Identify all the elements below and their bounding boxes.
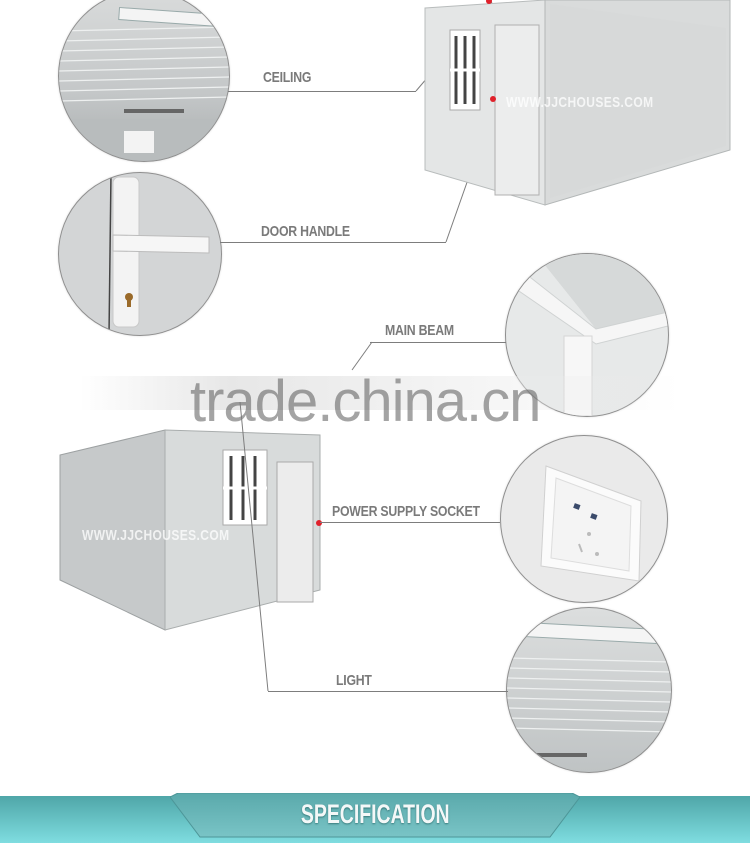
light-leader-diagonal <box>239 401 269 692</box>
light-leader-line <box>268 691 508 692</box>
watermark-top: WWW.JJCHOUSES.COM <box>506 94 654 111</box>
main-beam-label: MAIN BEAM <box>385 322 454 339</box>
ceiling-panel-illustration <box>59 6 229 161</box>
power-socket-leader-line <box>320 522 500 523</box>
container-house-photo-top <box>420 0 750 220</box>
ceiling-label: CEILING <box>263 69 312 86</box>
ceiling-detail-photo <box>58 0 230 162</box>
ceiling-marker <box>486 0 492 4</box>
container-house-illustration <box>424 0 731 206</box>
specification-title-text: SPECIFICATION <box>300 799 450 829</box>
specification-title: SPECIFICATION <box>0 796 750 832</box>
main-beam-leader-line <box>370 342 506 343</box>
door-handle-leader-line <box>220 242 446 243</box>
watermark-band <box>80 376 680 410</box>
watermark-bottom: WWW.JJCHOUSES.COM <box>82 527 230 544</box>
container-house-photo-bottom <box>55 400 325 635</box>
power-socket-label: POWER SUPPLY SOCKET <box>332 503 480 520</box>
container-house-illustration-2 <box>59 429 321 631</box>
ceiling-leader-line <box>228 91 416 92</box>
door-handle-label: DOOR HANDLE <box>261 223 350 240</box>
door-handle-illustration <box>108 173 210 335</box>
banner-ribbon <box>170 793 580 838</box>
socket-illustration <box>540 465 642 582</box>
light-fixture-illustration <box>507 621 671 757</box>
power-socket-marker <box>316 520 322 526</box>
light-detail-photo <box>506 607 672 773</box>
trade-china-watermark: trade.china.cn <box>190 369 541 434</box>
door-handle-detail-photo <box>58 172 222 336</box>
door-handle-marker <box>490 96 496 102</box>
power-socket-detail-photo <box>500 435 668 603</box>
main-beam-leader-diagonal <box>351 341 373 371</box>
light-label: LIGHT <box>336 672 372 689</box>
